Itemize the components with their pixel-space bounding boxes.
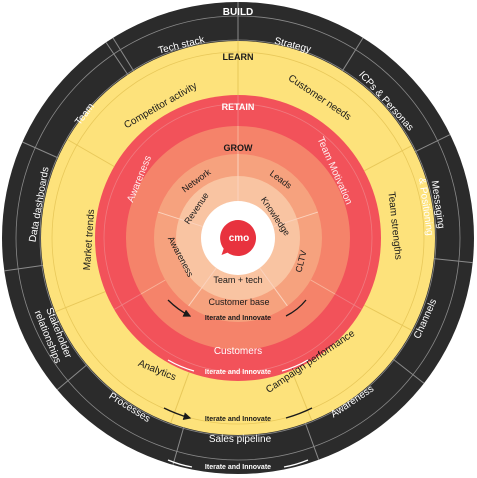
build-title: BUILD [223, 7, 254, 18]
build-divider [304, 422, 320, 460]
grow-segment-team-tech: Team + tech [213, 275, 262, 285]
retain-arrow-right [281, 359, 309, 372]
grow-mid-divider [259, 267, 288, 307]
learn-title: LEARN [223, 52, 254, 62]
cmo-logo: cmo [220, 219, 257, 256]
build-divider [433, 258, 473, 264]
build-divider [414, 134, 451, 153]
grow-title: GROW [224, 143, 254, 153]
logo-text: cmo [229, 233, 250, 244]
iterate-arrows [163, 299, 313, 468]
build-divider [56, 364, 88, 391]
build-divider [341, 37, 364, 72]
grow-outer-divider [140, 279, 166, 295]
learn-divider [291, 370, 313, 421]
retain-arrow-left [167, 359, 195, 372]
build-ring-line [39, 39, 437, 437]
learn-divider [364, 145, 413, 172]
build-iterate-label: Iterate and Innovate [205, 464, 271, 471]
grow-mid-divider [273, 211, 319, 228]
grow-outer-divider [310, 279, 336, 295]
retain-title: RETAIN [222, 102, 255, 112]
learn-arrow-right [285, 407, 313, 419]
learn-ring-line [51, 51, 425, 425]
grow-arrow-right [285, 299, 307, 317]
retain-iterate-label: Iterate and Innovate [205, 369, 271, 376]
grow-mid-divider [188, 267, 217, 307]
learn-segment-market-trends: Market trends [82, 209, 97, 271]
grow-iterate-label: Iterate and Innovate [205, 315, 271, 322]
retain-divider [113, 293, 142, 310]
learn-divider [364, 304, 413, 331]
grow-segment-customer-base: Customer base [208, 297, 269, 307]
build-divider [112, 37, 135, 72]
build-divider [172, 427, 185, 465]
grow-arrow-left [167, 299, 192, 317]
build-divider [4, 264, 43, 272]
iterate-labels: Iterate and Innovate Iterate and Innovat… [205, 315, 271, 471]
build-arrow-right [283, 459, 309, 468]
learn-iterate-label: Iterate and Innovate [205, 416, 271, 423]
build-segment-sales-pipeline: Sales pipeline [209, 434, 272, 445]
retain-divider [334, 293, 363, 310]
build-divider [392, 358, 425, 384]
grow-mid-divider [157, 211, 203, 228]
build-divider [105, 42, 129, 75]
segment-dividers [4, 2, 473, 465]
learn-divider [55, 291, 106, 313]
retain-ring-line [103, 103, 373, 373]
learn-divider [170, 372, 190, 424]
learn-arrow-left [163, 407, 192, 420]
build-ring-line [15, 15, 461, 461]
build-arrow-left [167, 459, 193, 468]
retain-segment-customers: Customers [214, 346, 262, 357]
learn-divider [67, 139, 115, 167]
build-divider [22, 141, 59, 159]
speech-bubble-icon [220, 219, 257, 256]
